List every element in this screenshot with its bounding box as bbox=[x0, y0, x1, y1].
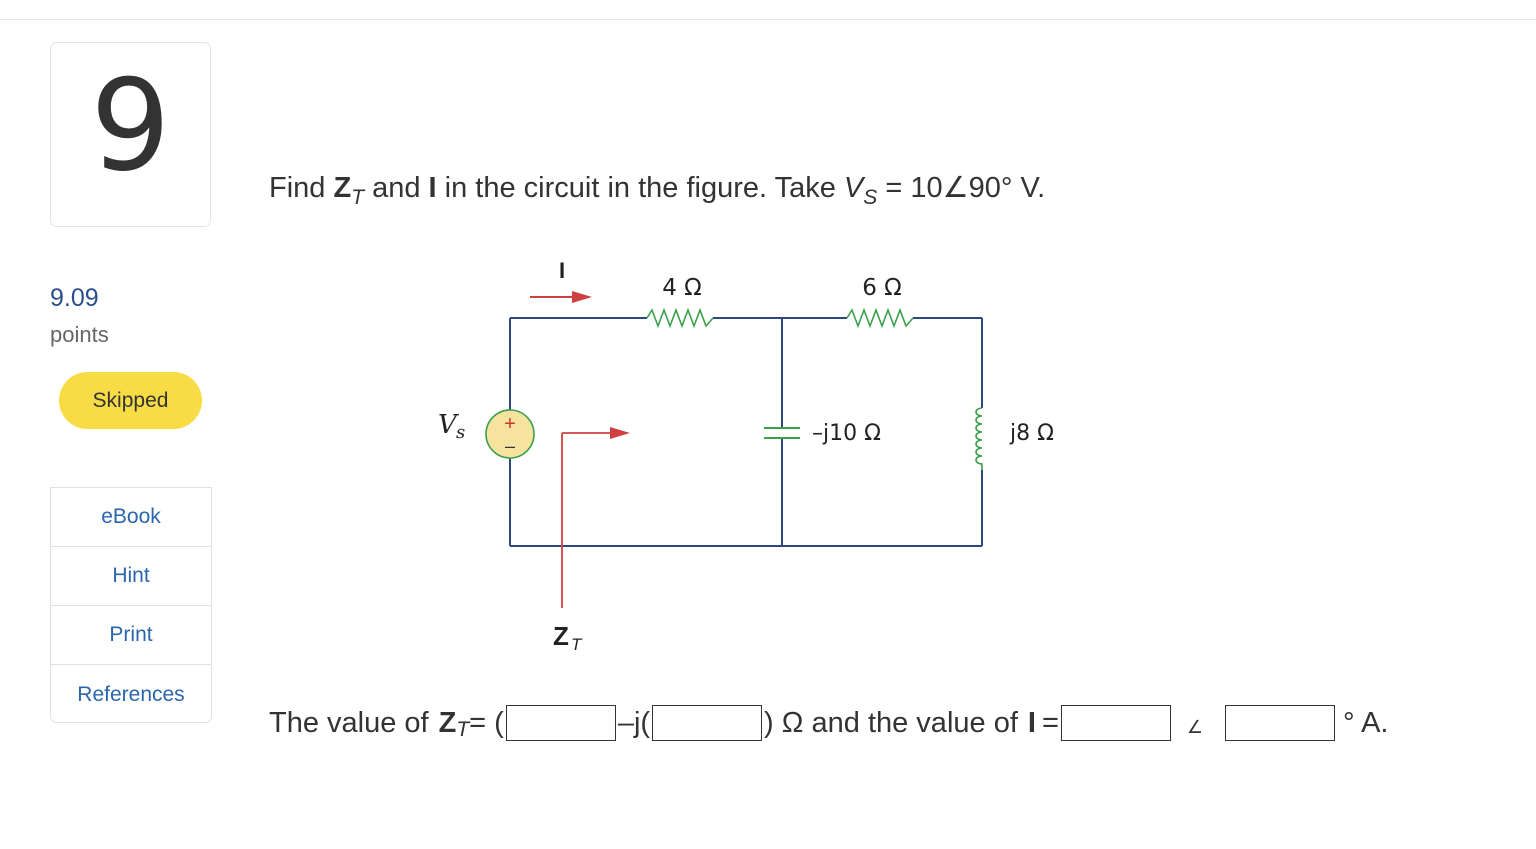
question-text: Find ZT and I in the circuit in the figu… bbox=[269, 170, 1046, 209]
points-label: points bbox=[50, 322, 109, 347]
circuit-diagram: + – I 4 Ω 6 Ω –j10 Ω j8 Ω V s Z T bbox=[438, 258, 1054, 654]
r1-label: 4 Ω bbox=[662, 275, 702, 301]
zt-label: Z bbox=[553, 621, 569, 651]
angle-symbol: ∠ bbox=[1186, 716, 1204, 737]
current-label: I bbox=[559, 258, 565, 283]
points-value: 9.09 bbox=[50, 284, 99, 312]
ind-label: j8 Ω bbox=[1009, 421, 1054, 446]
zt-sub: T bbox=[571, 635, 583, 654]
answer-ohm-and: ) Ω and the value of bbox=[764, 706, 1018, 739]
answer-prefix: The value of bbox=[269, 706, 429, 739]
answer-z: Z bbox=[438, 706, 457, 739]
question-rest: in the circuit in the figure. Take bbox=[444, 172, 836, 204]
status-badge-skipped[interactable]: Skipped bbox=[59, 372, 202, 429]
print-link[interactable]: Print bbox=[51, 606, 211, 665]
voltage-source bbox=[485, 409, 535, 459]
zt-imag-input[interactable] bbox=[652, 705, 763, 741]
answer-i: I bbox=[1027, 706, 1036, 739]
inductor bbox=[975, 407, 983, 470]
question-find: Find bbox=[269, 172, 326, 204]
answer-suffix: ° A. bbox=[1343, 706, 1389, 739]
source-label: V bbox=[438, 410, 459, 440]
answer-eq-open: = ( bbox=[469, 706, 504, 739]
question-number-box: 9 bbox=[50, 42, 211, 227]
capacitor bbox=[764, 427, 800, 439]
top-divider bbox=[0, 19, 1536, 20]
answer-minus-j: –j( bbox=[617, 706, 651, 739]
resistor-6-ohm bbox=[846, 307, 914, 329]
question-vs-sub: S bbox=[863, 186, 878, 209]
current-angle-input[interactable] bbox=[1225, 705, 1336, 741]
source-sub: s bbox=[456, 422, 465, 443]
zt-real-input[interactable] bbox=[505, 705, 616, 741]
question-i: I bbox=[428, 172, 437, 204]
source-plus: + bbox=[504, 413, 516, 435]
question-z-sub: T bbox=[351, 186, 365, 209]
references-link[interactable]: References bbox=[77, 682, 185, 706]
current-magnitude-input[interactable] bbox=[1060, 705, 1171, 741]
question-vs-value: = 10∠90° V. bbox=[885, 172, 1046, 204]
source-minus: – bbox=[505, 436, 515, 456]
question-and: and bbox=[372, 172, 421, 204]
ebook-link[interactable]: eBook bbox=[51, 488, 211, 547]
current-arrow bbox=[530, 291, 592, 303]
circuit-wires bbox=[509, 317, 983, 547]
resources-panel: eBook Hint Print References bbox=[50, 487, 212, 723]
resistor-4-ohm bbox=[646, 307, 714, 329]
question-vs: V bbox=[843, 172, 864, 204]
r2-label: 6 Ω bbox=[862, 275, 902, 301]
zt-arrow bbox=[561, 427, 630, 608]
question-z: Z bbox=[333, 172, 352, 204]
hint-link[interactable]: Hint bbox=[51, 547, 211, 606]
cap-label: –j10 Ω bbox=[812, 421, 881, 446]
answer-z-sub: T bbox=[456, 718, 470, 741]
question-number: 9 bbox=[90, 51, 171, 199]
answer-eq: = bbox=[1041, 706, 1059, 739]
